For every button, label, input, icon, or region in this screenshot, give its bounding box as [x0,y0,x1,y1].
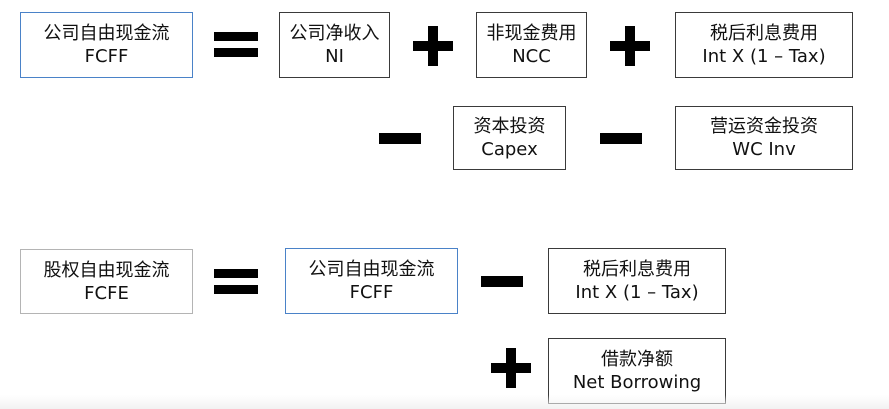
fcfe-int-after-tax-en: Int X (1 – Tax) [575,282,699,303]
ncc-en: NCC [512,46,551,67]
plus-sign [413,26,453,66]
ni-en: NI [325,46,344,67]
fcff-result-cn: 公司自由现金流 [43,23,170,44]
ncc-cn: 非现金费用 [486,23,577,44]
minus-sign [481,276,523,287]
fcff-result-en: FCFF [84,46,129,67]
fcff-term-cn: 公司自由现金流 [308,259,435,280]
net-borrowing-box: 借款净额 Net Borrowing [548,338,726,404]
fcfe-result-en: FCFE [84,282,129,304]
wc-inv-en: WC Inv [732,139,796,160]
equals-sign [214,32,258,58]
ncc-box: 非现金费用 NCC [476,12,587,78]
ni-box: 公司净收入 NI [279,12,390,78]
ni-cn: 公司净收入 [289,23,380,44]
fcff-term-en: FCFF [349,282,394,303]
minus-sign [379,133,421,144]
int-after-tax-en: Int X (1 – Tax) [702,46,826,67]
fcff-result-box: 公司自由现金流 FCFF [20,12,193,78]
wc-inv-box: 营运资金投资 WC Inv [675,106,853,170]
minus-sign [600,133,642,144]
equals-sign [214,269,258,295]
net-borrowing-cn: 借款净额 [601,349,673,370]
fcfe-result-box: 股权自由现金流 FCFE [20,249,193,314]
fcff-term-box: 公司自由现金流 FCFF [285,248,458,314]
capex-cn: 资本投资 [473,116,546,137]
plus-sign [491,348,531,388]
plus-sign [610,26,650,66]
bottom-edge-shade [0,395,889,409]
int-after-tax-box: 税后利息费用 Int X (1 – Tax) [675,12,853,78]
wc-inv-cn: 营运资金投资 [710,116,818,137]
net-borrowing-en: Net Borrowing [572,372,702,393]
fcfe-int-after-tax-cn: 税后利息费用 [583,259,691,280]
fcfe-int-after-tax-box: 税后利息费用 Int X (1 – Tax) [548,248,726,314]
capex-box: 资本投资 Capex [453,106,566,170]
capex-en: Capex [481,139,538,160]
int-after-tax-cn: 税后利息费用 [710,23,818,44]
fcfe-result-cn: 股权自由现金流 [43,259,170,281]
